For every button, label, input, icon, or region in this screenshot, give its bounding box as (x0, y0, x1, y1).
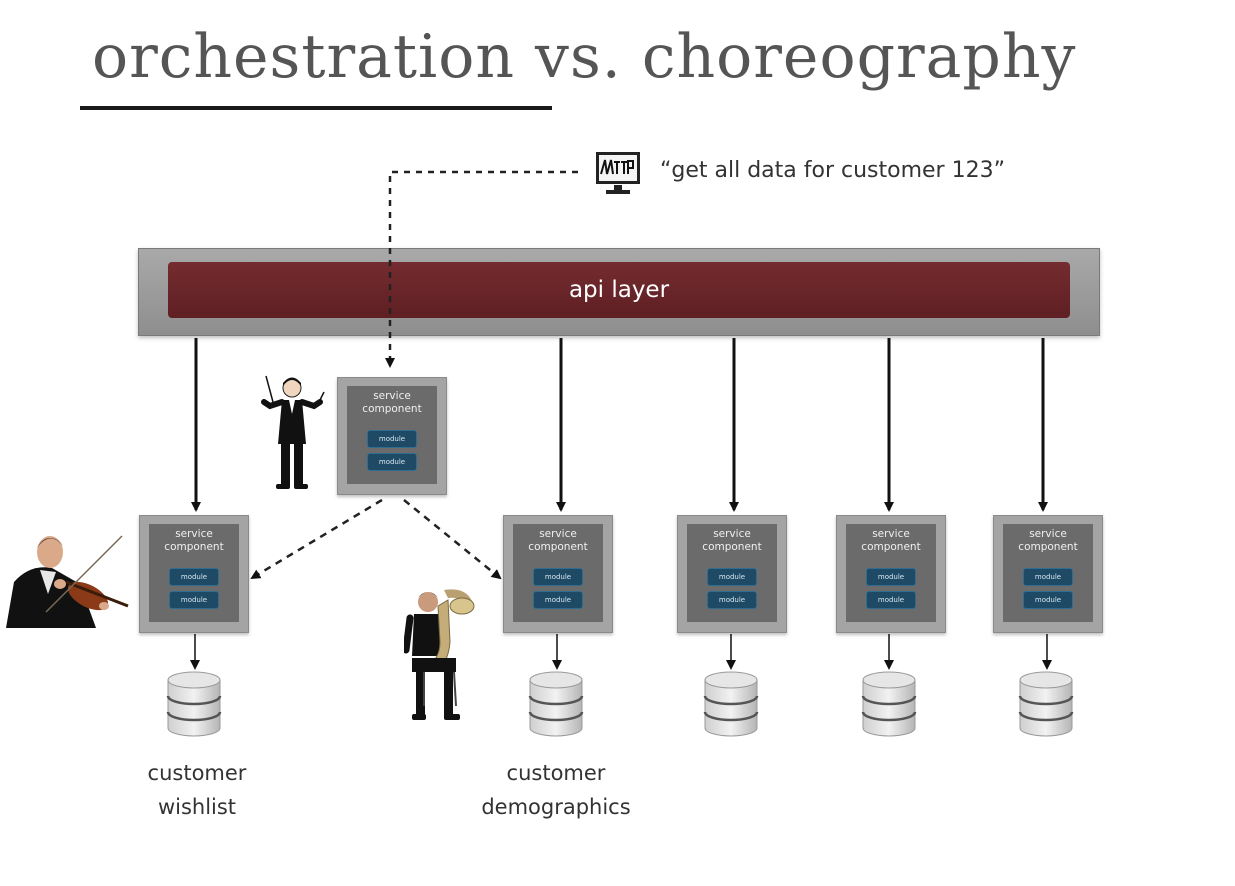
browser-http-icon (596, 152, 640, 194)
module-chip: module (169, 591, 219, 609)
orchestration-arrow-left (250, 498, 383, 580)
module-chip: module (707, 591, 757, 609)
module-chip: module (367, 430, 417, 448)
slide-title: orchestration vs. choreography (92, 22, 1077, 92)
orchestration-arrow-right (403, 499, 502, 580)
caption-customer-demographics: customer demographics (481, 761, 631, 819)
api-layer-bar: api layer (168, 262, 1070, 318)
module-chip: module (866, 591, 916, 609)
request-dashed-line (385, 170, 578, 368)
database-icon (703, 671, 759, 737)
caption-customer-wishlist: customer wishlist (147, 761, 247, 819)
module-chip: module (533, 591, 583, 609)
database-icon (528, 671, 584, 737)
module-chip: module (707, 568, 757, 586)
database-icon (861, 671, 917, 737)
module-chip: module (169, 568, 219, 586)
database-icon (166, 671, 222, 737)
violinist-figure (0, 524, 136, 628)
module-chip: module (1023, 568, 1073, 586)
title-underline (80, 106, 552, 110)
tuba-player-figure (404, 589, 475, 720)
module-chip: module (367, 453, 417, 471)
api-layer-label: api layer (568, 277, 670, 303)
module-chip: module (866, 568, 916, 586)
module-chip: module (533, 568, 583, 586)
conductor-figure (261, 375, 325, 489)
database-icon (1018, 671, 1074, 737)
module-chip: module (1023, 591, 1073, 609)
request-text: “get all data for customer 123” (660, 158, 1005, 183)
